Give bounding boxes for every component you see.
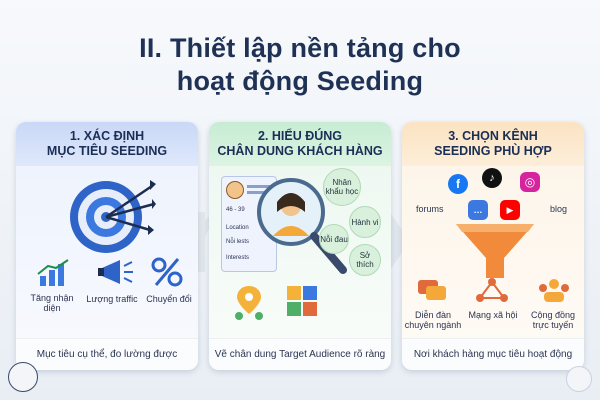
card-persona: 2. HIỂU ĐÚNG CHÂN DUNG KHÁCH HÀNG 46 - 3… [209, 122, 391, 370]
social-network-icon [476, 278, 508, 302]
page-title: II. Thiết lập nền tảng cho hoạt động See… [0, 32, 600, 98]
card-persona-title-2: CHÂN DUNG KHÁCH HÀNG [217, 144, 383, 158]
card-persona-body: 46 - 39 Location Nỗi lests Interests Nhâ… [209, 166, 391, 338]
card-channels-header: 3. CHỌN KÊNH SEEDING PHÙ HỢP [402, 122, 584, 166]
bubble-demographics: Nhân khẩu học [323, 168, 361, 206]
card-channels-footer: Nơi khách hàng mục tiêu hoạt động [402, 338, 584, 370]
card-objectives-footer: Mục tiêu cụ thể, đo lường được [16, 338, 198, 370]
label-conversion: Chuyển đổi [146, 294, 192, 304]
title-line-2: hoạt động Seeding [176, 66, 424, 96]
card-objectives-title-2: MỤC TIÊU SEEDING [46, 144, 168, 158]
channel-community: Cộng đồng trực tuyến [530, 310, 576, 330]
label-forums: forums [416, 204, 444, 214]
card-objectives-header: 1. XÁC ĐỊNH MỤC TIÊU SEEDING [16, 122, 198, 166]
growth-chart-icon [37, 259, 69, 286]
profile-line [247, 185, 273, 188]
bubble-pain-points: Nỗi đau [319, 224, 349, 254]
user-avatar-icon [566, 366, 592, 392]
card-persona-footer: Vẽ chân dung Target Audience rõ ràng [209, 338, 391, 370]
card-objectives-body: Tăng nhận diện Lượng traffic Chuyển đổi [16, 166, 198, 338]
percent-icon [151, 257, 183, 287]
label-brand-awareness: Tăng nhận diện [30, 293, 74, 313]
profile-age: 46 - 39 [226, 207, 245, 213]
label-blog: blog [550, 204, 568, 214]
card-objectives-title-1: 1. XÁC ĐỊNH [69, 129, 145, 143]
profile-line [247, 191, 267, 194]
bubble-behavior: Hành vi [349, 206, 381, 238]
megaphone-icon [98, 260, 133, 284]
profile-pain: Nỗi lests [226, 239, 250, 245]
card-persona-title-1: 2. HIỂU ĐÚNG [257, 129, 343, 143]
label-traffic: Lượng traffic [86, 294, 138, 304]
bubble-interests: Sở thích [349, 244, 381, 276]
chat-icon: … [468, 200, 488, 220]
team-icon [8, 362, 38, 392]
location-people-icon [235, 286, 263, 320]
profile-avatar [226, 181, 244, 199]
profile-location: Location [226, 225, 249, 231]
title-line-1: II. Thiết lập nền tảng cho [139, 33, 461, 63]
channel-social: Mạng xã hội [468, 310, 518, 320]
funnel-icon [456, 224, 534, 278]
channel-forums: Diễn đàn chuyên ngành [404, 310, 462, 330]
youtube-icon: ▶ [500, 200, 520, 220]
card-channels-title-1: 3. CHỌN KÊNH [448, 129, 538, 143]
card-channels-title-2: SEEDING PHÙ HỢP [434, 144, 552, 158]
facebook-icon: f [448, 174, 468, 194]
community-icon [539, 279, 569, 302]
puzzle-icon [287, 286, 317, 316]
tiktok-icon: ♪ [482, 168, 502, 188]
card-persona-header: 2. HIỂU ĐÚNG CHÂN DUNG KHÁCH HÀNG [209, 122, 391, 166]
card-objectives: 1. XÁC ĐỊNH MỤC TIÊU SEEDING [16, 122, 198, 370]
instagram-icon: ◎ [520, 172, 540, 192]
target-icon [70, 180, 156, 253]
card-channels-body: f ♪ ◎ … ▶ forums blog Diễn đàn chu [402, 166, 584, 338]
magnifier-icon [257, 178, 347, 274]
forum-icon [418, 280, 446, 300]
profile-interests: Interests [226, 255, 250, 261]
card-channels: 3. CHỌN KÊNH SEEDING PHÙ HỢP f ♪ ◎ … ▶ f… [402, 122, 584, 370]
